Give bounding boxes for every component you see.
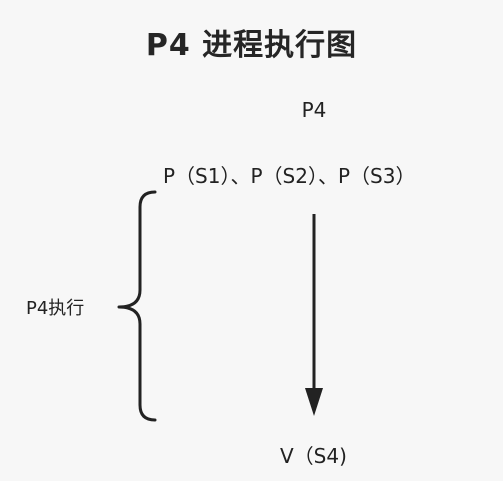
brace-label: P4执行	[26, 298, 85, 319]
arrow-down-icon	[305, 388, 323, 416]
v-operation-node: V（S4)	[280, 444, 347, 468]
p-operations-node: P（S1）、P（S2）、P（S3）	[163, 164, 416, 188]
process-node: P4	[301, 98, 327, 122]
curly-brace-icon	[117, 190, 157, 422]
diagram-title: P4 进程执行图	[145, 28, 358, 63]
